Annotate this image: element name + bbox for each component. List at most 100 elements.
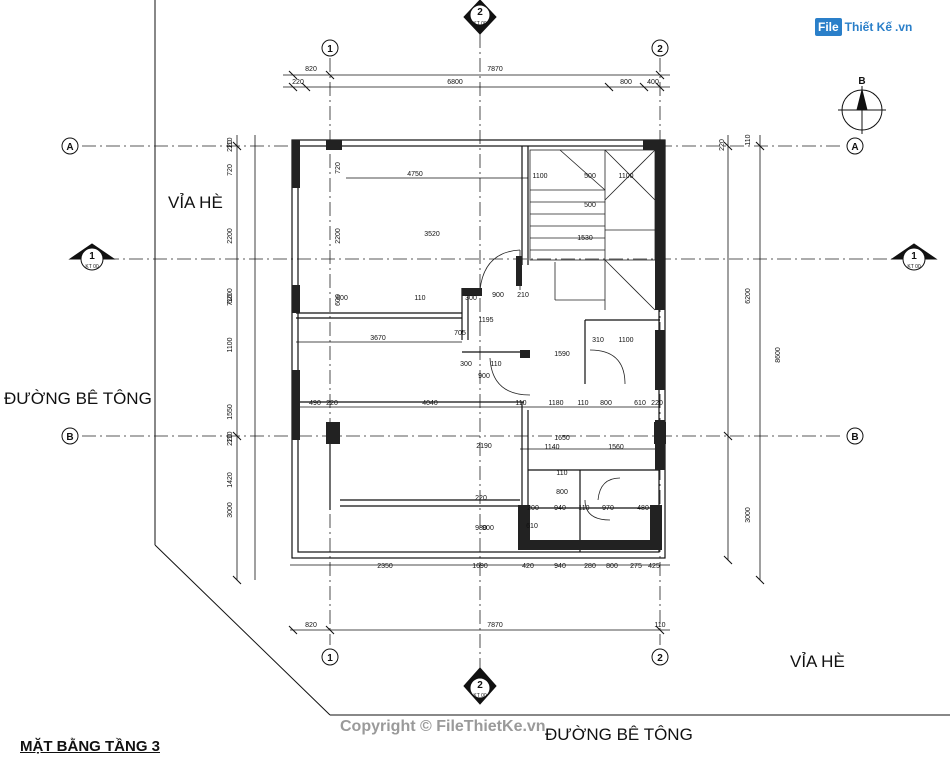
dim-left-outer-2: 720 <box>227 164 234 176</box>
dim-room-39: 500 <box>584 173 596 180</box>
section-ref-labels: KT 00 KT 00 KT 00 KT 00 <box>85 21 920 699</box>
dim-room-28: 800 <box>556 489 568 496</box>
dim-room-8: 705 <box>454 330 466 337</box>
col-1-bottom: 1 <box>327 653 333 664</box>
via-he-label-top: VỈA HÈ <box>168 193 223 212</box>
duong-be-tong-label-left: ĐƯỜNG BÊ TÔNG <box>4 389 152 408</box>
section-2-top: 2 <box>477 7 483 18</box>
dim-left-outer-7: 110 <box>227 431 234 442</box>
dim-bottom-chain-0: 2350 <box>377 563 393 570</box>
dim-bottom-left: 820 <box>305 622 317 629</box>
dim-bottom-chain-2: 420 <box>522 563 534 570</box>
dim-bottom-right: 110 <box>654 622 665 629</box>
dim-left-outer-4: 710 <box>227 294 234 306</box>
dim-room-3: 600 <box>336 295 348 302</box>
dim-room-35: 900 <box>482 525 494 532</box>
dim-room-22: 220 <box>651 400 663 407</box>
axis-markers <box>61 39 864 666</box>
dim-bottom-total: 7870 <box>487 622 503 629</box>
dim-room-27: 110 <box>556 470 567 477</box>
dim-room-20: 800 <box>600 400 612 407</box>
row-b-left: B <box>66 432 73 443</box>
dim-bottom-chain-5: 800 <box>606 563 618 570</box>
dim-room-9: 3670 <box>370 335 386 342</box>
dim-room-14: 490 <box>309 400 321 407</box>
dim-room-7: 1195 <box>478 317 493 324</box>
dim-room-16: 4040 <box>422 400 438 407</box>
dim-room-15: 220 <box>326 400 338 407</box>
dim-room-4: 300 <box>465 295 477 302</box>
dim-room-37: 980 <box>475 525 487 532</box>
wall-fills <box>292 140 666 550</box>
section-ref-bottom: KT 00 <box>473 693 486 699</box>
dim-top-sub-3: 400 <box>647 79 659 86</box>
dimension-ticks <box>232 70 765 635</box>
col-1-top: 1 <box>327 44 333 55</box>
dim-room-0: 4750 <box>407 171 423 178</box>
doors <box>479 249 626 521</box>
dim-room-11: 110 <box>490 361 501 368</box>
dim-left-outer-8: 220 <box>227 434 234 446</box>
dim-room-19: 110 <box>577 400 588 407</box>
dim-room-25: 1140 <box>544 444 559 451</box>
dim-right-outer-2: 6200 <box>745 288 752 304</box>
dim-room-18: 1180 <box>548 400 563 407</box>
dim-room-23: 2190 <box>476 443 492 450</box>
dim-room-33: 480 <box>637 505 649 512</box>
dim-room-13: 1590 <box>554 351 570 358</box>
logo-suffix: .vn <box>895 20 913 34</box>
duong-be-tong-label-bottom: ĐƯỜNG BÊ TÔNG <box>545 725 693 744</box>
staircase <box>529 149 656 311</box>
dim-room-32: 970 <box>602 505 614 512</box>
dim-room-21: 610 <box>634 400 646 407</box>
dim-room-34: 610 <box>526 523 538 530</box>
dim-left-outer-6: 1550 <box>227 404 234 420</box>
dim-left-outer-1: 220 <box>227 140 234 152</box>
dim-left-outer-3: 2200 <box>227 228 234 244</box>
dim-bottom-chain-4: 280 <box>584 563 596 570</box>
dim-left-outer-10: 3000 <box>227 502 234 518</box>
dim-left-inner-0: 720 <box>335 162 342 174</box>
site-boundary <box>154 0 950 716</box>
dim-room-1: 3520 <box>424 231 440 238</box>
row-b-right: B <box>851 432 858 443</box>
dim-room-6: 210 <box>517 292 529 299</box>
dim-right-outer-0: 220 <box>719 139 726 151</box>
dim-room-10: 300 <box>460 361 472 368</box>
dim-room-42: 1530 <box>577 235 593 242</box>
dim-room-12: 900 <box>478 373 490 380</box>
dim-room-2: 110 <box>414 295 425 302</box>
section-markers <box>68 0 938 705</box>
site-logo[interactable]: File Thiết Kế .vn <box>815 16 912 38</box>
dim-left-outer-9: 1420 <box>227 472 234 488</box>
drawing-title: MẶT BẰNG TẦNG 3 <box>20 738 160 755</box>
dim-room-30: 940 <box>554 505 566 512</box>
logo-text: Thiết Kế <box>844 20 893 34</box>
dim-top-left: 820 <box>305 66 317 73</box>
section-ref-right: KT 00 <box>907 264 920 270</box>
dim-left-inner-3: 6200 <box>227 288 234 304</box>
dim-left-outer-5: 1100 <box>227 337 234 352</box>
section-1-left: 1 <box>89 251 95 262</box>
section-1-right: 1 <box>911 251 917 262</box>
dim-top-total: 7870 <box>487 66 503 73</box>
dim-left-inner-1: 2200 <box>335 228 342 244</box>
dim-room-26: 1560 <box>608 444 624 451</box>
logo-mark: File <box>815 18 842 36</box>
north-label: B <box>858 76 865 87</box>
section-ref-top: KT 00 <box>473 21 486 27</box>
dim-bottom-chain-3: 940 <box>554 563 566 570</box>
dim-top-sub-2: 800 <box>620 79 632 86</box>
dim-room-41: 500 <box>584 202 596 209</box>
dim-room-43: 310 <box>592 337 604 344</box>
col-2-top: 2 <box>657 44 663 55</box>
dim-room-38: 1100 <box>532 173 547 180</box>
dim-room-5: 900 <box>492 292 504 299</box>
row-a-right: A <box>851 142 858 153</box>
dim-bottom-chain-6: 275 <box>630 563 642 570</box>
dim-left-inner-2: 600 <box>335 294 342 306</box>
dim-right-outer-4: 3000 <box>745 507 752 523</box>
dim-left-outer-0: 110 <box>227 137 234 148</box>
dim-room-36: 220 <box>475 495 487 502</box>
